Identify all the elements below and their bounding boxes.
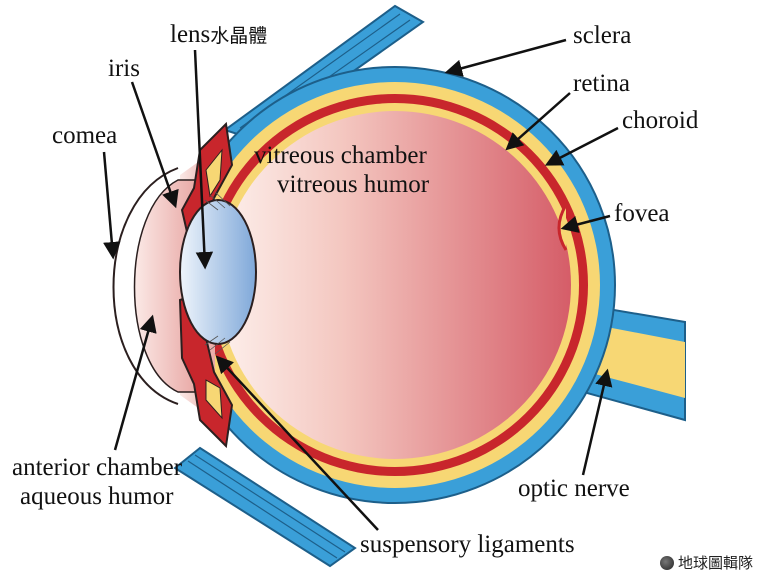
pointer-lines bbox=[102, 38, 619, 531]
iris-label: iris bbox=[108, 55, 140, 82]
lens-label-en: lens bbox=[170, 21, 211, 48]
lens-pointer bbox=[193, 49, 214, 270]
fovea-label: fovea bbox=[614, 200, 670, 227]
sclera-pointer bbox=[444, 38, 567, 77]
vitreous-chamber-label: vitreous chamber bbox=[254, 142, 427, 169]
lens-label-cjk: 水晶體 bbox=[210, 25, 268, 47]
anterior-chamber-label: anterior chamber bbox=[12, 454, 183, 481]
watermark: 地球圖輯隊 bbox=[660, 552, 753, 573]
lens-label: lens水晶體 bbox=[170, 22, 267, 47]
watermark-text: 地球圖輯隊 bbox=[678, 554, 754, 572]
sclera-label: sclera bbox=[573, 22, 632, 49]
cornea-shape bbox=[112, 167, 197, 405]
vitreous-chamber-fill bbox=[219, 111, 571, 459]
fovea-pointer bbox=[560, 214, 611, 233]
optic-nerve-pointer bbox=[581, 368, 613, 476]
ligaments-pointer bbox=[215, 355, 379, 531]
retina-pointer bbox=[505, 92, 571, 151]
cornea-pointer bbox=[102, 151, 121, 260]
aqueous-humor-label: aqueous humor bbox=[20, 483, 174, 510]
cornea-label: comea bbox=[52, 122, 118, 149]
vitreous-humor-label: vitreous humor bbox=[277, 171, 430, 198]
lower-eye-muscle bbox=[173, 446, 357, 568]
suspensory-ligaments-label: suspensory ligaments bbox=[360, 531, 575, 558]
anterior-chamber-pointer bbox=[113, 314, 157, 451]
optic-nerve-label: optic nerve bbox=[518, 475, 630, 502]
retina-label: retina bbox=[573, 70, 630, 97]
iris-pointer bbox=[130, 81, 179, 209]
choroid-label: choroid bbox=[622, 107, 699, 134]
suspensory-ligaments-lines bbox=[204, 191, 231, 355]
globe-icon bbox=[660, 556, 674, 570]
lens-shape bbox=[179, 199, 257, 345]
choroid-pointer bbox=[544, 126, 619, 166]
iris-lower bbox=[178, 294, 234, 449]
